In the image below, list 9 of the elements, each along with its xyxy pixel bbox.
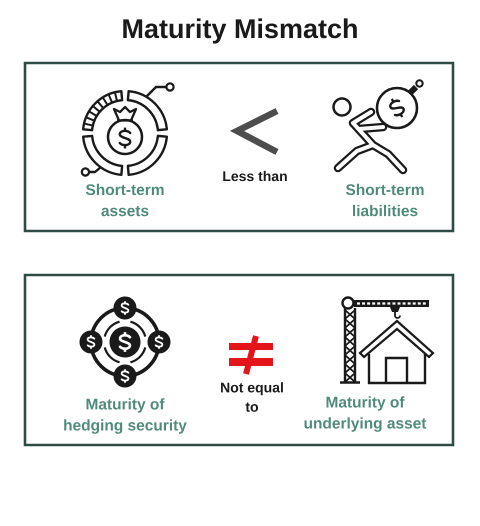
relation-label: Less than xyxy=(223,170,287,182)
panel-box xyxy=(24,62,454,232)
caption: Short-term liabilities xyxy=(346,184,424,216)
relation-label: Not equal to xyxy=(221,382,283,412)
caption: Maturity of underlying asset xyxy=(304,396,426,432)
panel-box xyxy=(24,274,454,446)
caption: Maturity of hedging security xyxy=(64,398,187,434)
title: Maturity Mismatch xyxy=(123,18,357,44)
caption: Short-term assets xyxy=(86,184,164,216)
